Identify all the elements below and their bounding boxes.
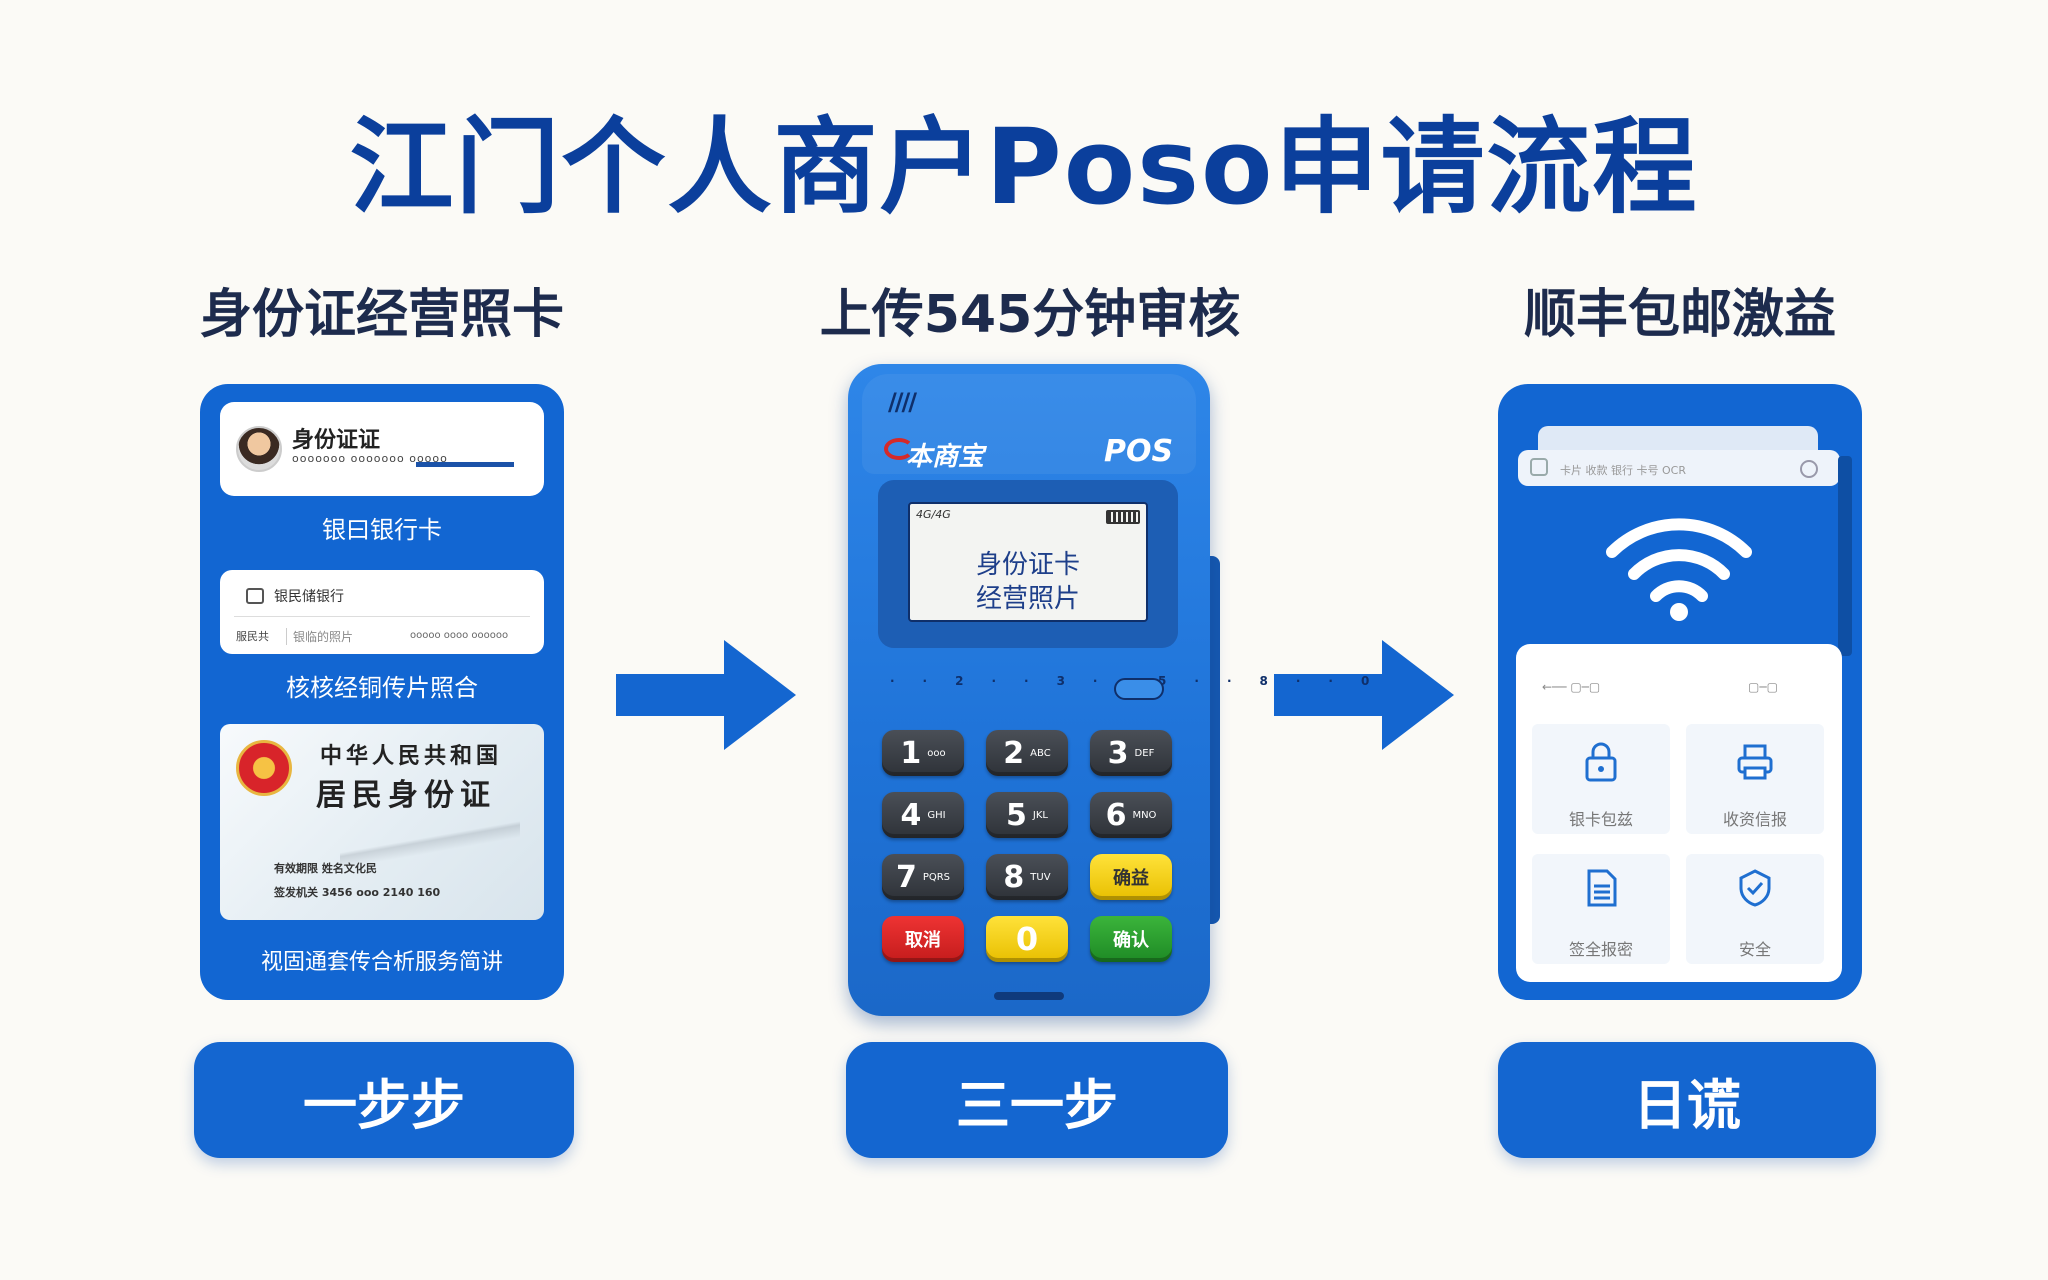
pos-screen: 4G/4G 身份证卡 经营照片	[908, 502, 1148, 622]
pos-head	[862, 374, 1196, 474]
key-letters: PQRS	[922, 871, 951, 883]
card-front	[1518, 450, 1840, 486]
bank-card-field-label: 服民共	[236, 630, 269, 643]
bank-card-label: 银曰银行卡	[322, 516, 442, 544]
signal-indicator: 4G/4G	[916, 508, 951, 521]
card-text: 卡片 收款 银行 卡号 OCR	[1560, 464, 1686, 477]
key-1[interactable]: 1 ooo	[882, 730, 964, 776]
bank-card-preview: 银民储银行 服民共 银临的照片 ooooo oooo oooooo	[220, 570, 544, 654]
id-card-bar	[416, 462, 514, 467]
key-confirm[interactable]: 确认	[1090, 916, 1172, 962]
key-8[interactable]: 8 TUV	[986, 854, 1068, 900]
resident-card-field1: 有效期限 姓名文化民	[274, 862, 377, 875]
key-letters: JKL	[1032, 809, 1048, 821]
divider	[234, 616, 530, 617]
id-card-title: 身份证证	[292, 428, 381, 453]
menu-tile-bank-card[interactable]: 银卡包兹	[1532, 724, 1670, 834]
documents-panel: 身份证证 ooooooo ooooooo ooooo 银曰银行卡 银民储银行 服…	[200, 384, 564, 1000]
menu-button[interactable]	[1114, 678, 1164, 700]
menu-tile-security[interactable]: 安全	[1686, 854, 1824, 964]
id-card-preview: 身份证证 ooooooo ooooooo ooooo	[220, 402, 544, 496]
pos-speaker-slots: ////	[888, 388, 917, 416]
menu-nav-left: ←── ▢─▢	[1542, 680, 1601, 694]
key-3[interactable]: 3 DEF	[1090, 730, 1172, 776]
screen-line-2: 经营照片	[975, 584, 1080, 614]
key-0[interactable]: 0	[986, 916, 1068, 962]
id-card-subtitle: ooooooo ooooooo ooooo	[292, 452, 448, 465]
card-circle-icon	[1800, 460, 1818, 478]
arrow-right-icon	[616, 640, 796, 750]
key-letters: GHI	[927, 809, 946, 821]
key-letters: MNO	[1132, 809, 1157, 821]
lock-icon	[1585, 742, 1617, 782]
key-letters: TUV	[1030, 871, 1051, 883]
screen-line-1: 身份证卡	[975, 550, 1080, 580]
service-label: 视固通套传合析服务简讲	[260, 950, 503, 975]
menu-tile-label: 银卡包兹	[1568, 810, 1633, 829]
key-2[interactable]: 2 ABC	[986, 730, 1068, 776]
printer-icon	[1737, 744, 1773, 780]
key-digit: 1	[900, 735, 922, 771]
pos-label: POS	[1104, 434, 1174, 469]
great-wall-watermark	[340, 820, 520, 870]
menu-tile-label: 安全	[1738, 940, 1771, 959]
key-digit: 8	[1003, 859, 1025, 895]
phone-menu-card: ←── ▢─▢ ▢─▢ 银卡包兹 收资信报	[1516, 644, 1842, 982]
step1-button[interactable]: 一步步	[194, 1042, 574, 1158]
key-letters: ABC	[1030, 747, 1051, 759]
key-digit: 5	[1006, 797, 1027, 833]
menu-nav-right: ▢─▢	[1748, 680, 1778, 694]
resident-id-card: 中华人民共和国 居民身份证 有效期限 姓名文化民 签发机关 3456 ooo 2…	[220, 724, 544, 920]
wireless-payment-icon	[1606, 518, 1752, 621]
arrow-right-icon	[1274, 640, 1454, 750]
battery-icon	[1106, 510, 1140, 524]
menu-tile-receipts[interactable]: 收资信报	[1686, 724, 1824, 834]
brand-logo-icon	[884, 438, 914, 460]
phone-screen: 卡片 收款 银行 卡号 OCR ←── ▢─▢ ▢─▢ 银卡包兹 收资信报	[1498, 384, 1862, 1000]
bank-card-field-value: 银临的照片	[286, 628, 353, 645]
pos-bottom-slot	[994, 992, 1064, 1000]
step2-button[interactable]: 三一步	[846, 1042, 1228, 1158]
page-title: 江门个人商户Poso申请流程	[349, 106, 1699, 228]
key-6[interactable]: 6 MNO	[1090, 792, 1172, 838]
resident-card-country: 中华人民共和国	[320, 743, 503, 769]
step3-heading: 顺丰包邮激益	[1523, 285, 1836, 345]
bank-card-title: 银民储银行	[274, 589, 344, 605]
menu-tile-label: 收资信报	[1722, 810, 1787, 829]
shield-check-icon	[1739, 869, 1771, 907]
bank-card-number: ooooo oooo oooooo	[410, 630, 509, 641]
step2-heading: 上传545分钟审核	[819, 285, 1241, 345]
resident-card-title: 居民身份证	[316, 778, 496, 813]
key-digit: 2	[1003, 735, 1025, 771]
avatar	[236, 426, 282, 472]
document-icon	[1587, 869, 1617, 907]
step3-button[interactable]: 日谎	[1498, 1042, 1876, 1158]
national-emblem-icon	[236, 740, 292, 796]
menu-tile-label: 签全报密	[1568, 940, 1633, 959]
key-7[interactable]: 7 PQRS	[882, 854, 964, 900]
step1-heading: 身份证经营照卡	[199, 285, 564, 345]
business-photo-label: 核核经铜传片照合	[286, 674, 478, 702]
key-digit: 4	[900, 797, 922, 833]
pos-terminal: //// 本商宝 POS 4G/4G 身份证卡 经营照片 ··2··3··5··…	[848, 364, 1369, 1016]
phone-side-strip	[1838, 456, 1852, 656]
key-digit: 6	[1105, 797, 1127, 833]
key-letters: DEF	[1134, 747, 1155, 759]
bank-icon	[246, 588, 264, 604]
key-digit: 3	[1107, 735, 1129, 771]
key-5[interactable]: 5 JKL	[986, 792, 1068, 838]
menu-tile-documents[interactable]: 签全报密	[1532, 854, 1670, 964]
key-letters: ooo	[927, 747, 946, 759]
key-cancel[interactable]: 取消	[882, 916, 964, 962]
key-digit: 7	[895, 859, 917, 895]
key-clear[interactable]: 确益	[1090, 854, 1172, 900]
resident-card-field2: 签发机关 3456 ooo 2140 160	[274, 886, 441, 899]
pos-brand: 本商宝	[906, 442, 985, 472]
key-4[interactable]: 4 GHI	[882, 792, 964, 838]
card-icon	[1530, 458, 1548, 476]
